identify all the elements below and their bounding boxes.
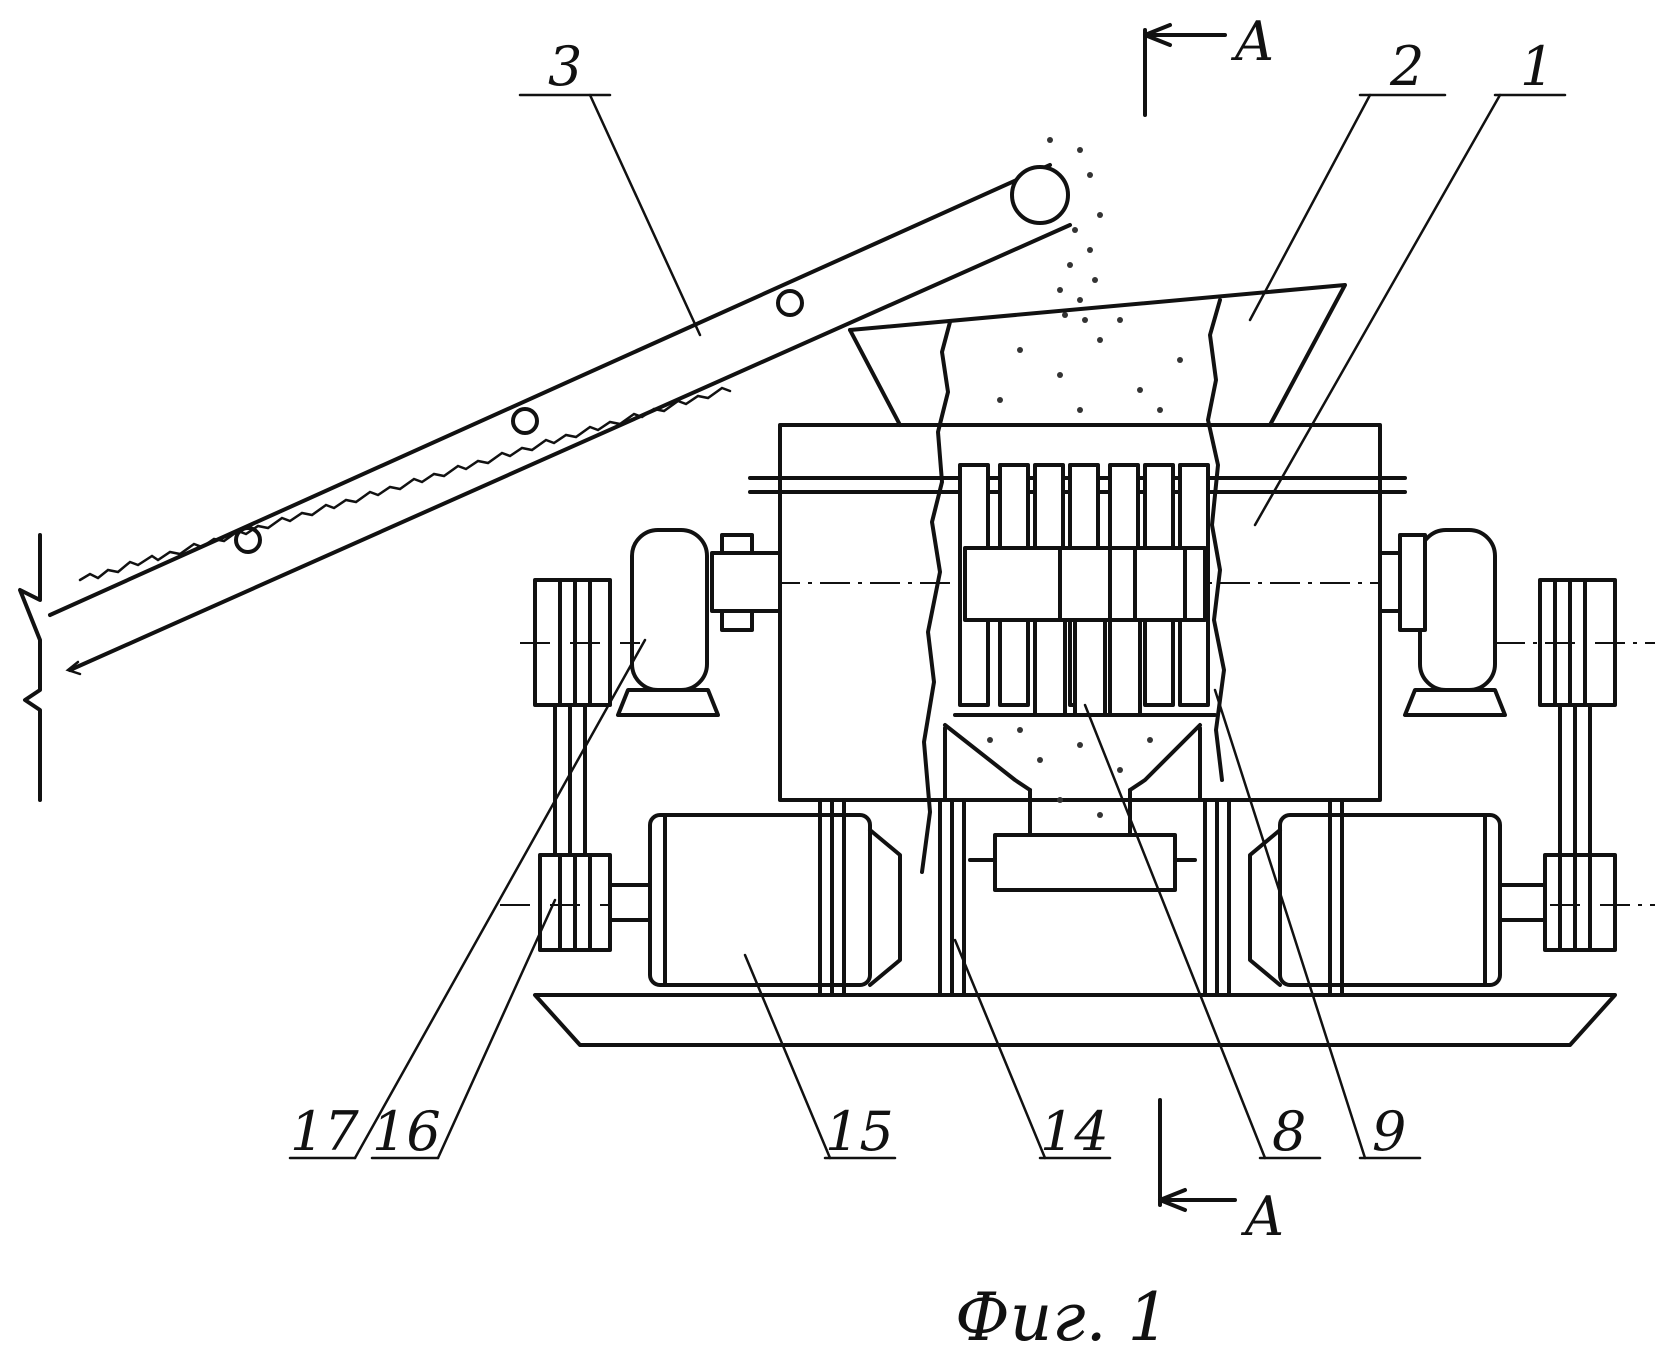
bearing-housing xyxy=(632,530,707,690)
label-17: 17 xyxy=(290,1100,359,1163)
hammer xyxy=(1035,620,1065,715)
hammer xyxy=(1075,620,1105,715)
label-8: 8 xyxy=(1272,1100,1306,1163)
lower-pulley xyxy=(1545,855,1615,950)
label-14: 14 xyxy=(1040,1100,1109,1163)
hammer xyxy=(1110,620,1140,715)
bearing-housing xyxy=(1420,530,1495,690)
section-marker-bottom: A xyxy=(1160,1100,1284,1248)
hopper xyxy=(850,285,1345,425)
label-15: 15 xyxy=(825,1100,894,1163)
section-marker-top: A xyxy=(1145,10,1274,115)
section-letter-top: A xyxy=(1230,10,1274,73)
electric-motor xyxy=(1280,815,1500,985)
label-1: 1 xyxy=(1520,35,1554,98)
label-3: 3 xyxy=(548,35,582,98)
label-16: 16 xyxy=(372,1100,441,1163)
section-letter-bottom: A xyxy=(1240,1185,1284,1248)
right-drive xyxy=(1250,530,1655,985)
break-symbol xyxy=(20,535,40,800)
base-plate xyxy=(535,995,1615,1045)
idler-roller-icon xyxy=(778,291,802,315)
label-9: 9 xyxy=(1372,1100,1406,1163)
conveyor-head-pulley-icon xyxy=(1012,167,1068,223)
left-drive xyxy=(500,530,900,985)
idler-roller-icon xyxy=(513,409,537,433)
coupling xyxy=(1400,535,1425,630)
rotor-assembly xyxy=(955,465,1215,715)
figure-caption: Фиг. 1 xyxy=(955,1279,1170,1356)
discharge-chute xyxy=(945,725,1200,890)
label-2: 2 xyxy=(1389,35,1424,98)
electric-motor xyxy=(650,815,870,985)
